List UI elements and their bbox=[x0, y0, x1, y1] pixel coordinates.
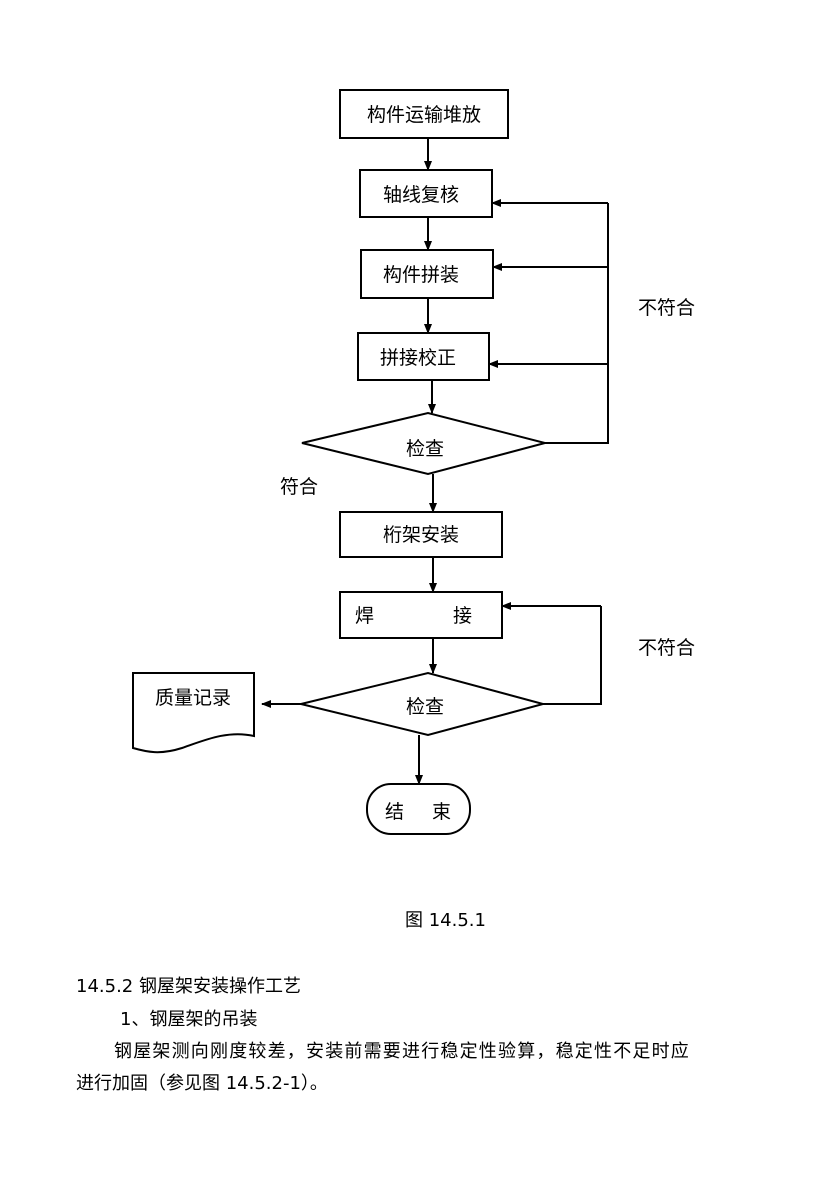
terminator-end-label-right: 束 bbox=[432, 801, 451, 823]
node-axis-check-label: 轴线复核 bbox=[383, 184, 459, 206]
node-weld-label-right: 接 bbox=[453, 605, 472, 627]
figure-caption: 图 14.5.1 bbox=[405, 910, 486, 931]
loop2-line bbox=[543, 606, 602, 705]
section-title: 14.5.2 钢屋架安装操作工艺 bbox=[76, 976, 301, 997]
quality-record-shape bbox=[132, 672, 255, 754]
body-text-line-2: 进行加固（参见图 14.5.2-1）。 bbox=[76, 1073, 328, 1094]
node-splice-correct-label: 拼接校正 bbox=[380, 347, 456, 369]
terminator-end-shape bbox=[366, 783, 471, 835]
decision-inspect2-label: 检查 bbox=[406, 696, 444, 718]
loop1-line bbox=[545, 203, 609, 444]
node-assemble-label: 构件拼装 bbox=[383, 264, 459, 286]
node-truss-install-label: 桁架安装 bbox=[383, 524, 459, 546]
node-weld-label-left: 焊 bbox=[355, 605, 374, 627]
body-text-line-1: 钢屋架测向刚度较差，安装前需要进行稳定性验算，稳定性不足时应 bbox=[114, 1041, 690, 1062]
quality-record-label: 质量记录 bbox=[155, 687, 231, 709]
subsection-title: 1、钢屋架的吊装 bbox=[120, 1009, 258, 1030]
node-weld-box bbox=[339, 591, 503, 639]
terminator-end-label-left: 结 bbox=[385, 801, 404, 823]
label-pass-1: 符合 bbox=[280, 476, 318, 498]
node-splice-correct-box bbox=[357, 332, 490, 381]
label-fail-2: 不符合 bbox=[638, 637, 695, 659]
decision-inspect1-label: 检查 bbox=[406, 438, 444, 460]
flowchart: 构件运输堆放 轴线复核 构件拼装 拼接校正 检查 桁架安装 焊 接 检查 质量记… bbox=[132, 89, 695, 835]
node-truss-install-box bbox=[339, 511, 503, 558]
node-transport-label: 构件运输堆放 bbox=[367, 104, 481, 126]
node-transport-box bbox=[339, 89, 509, 139]
label-fail-1: 不符合 bbox=[638, 297, 695, 319]
